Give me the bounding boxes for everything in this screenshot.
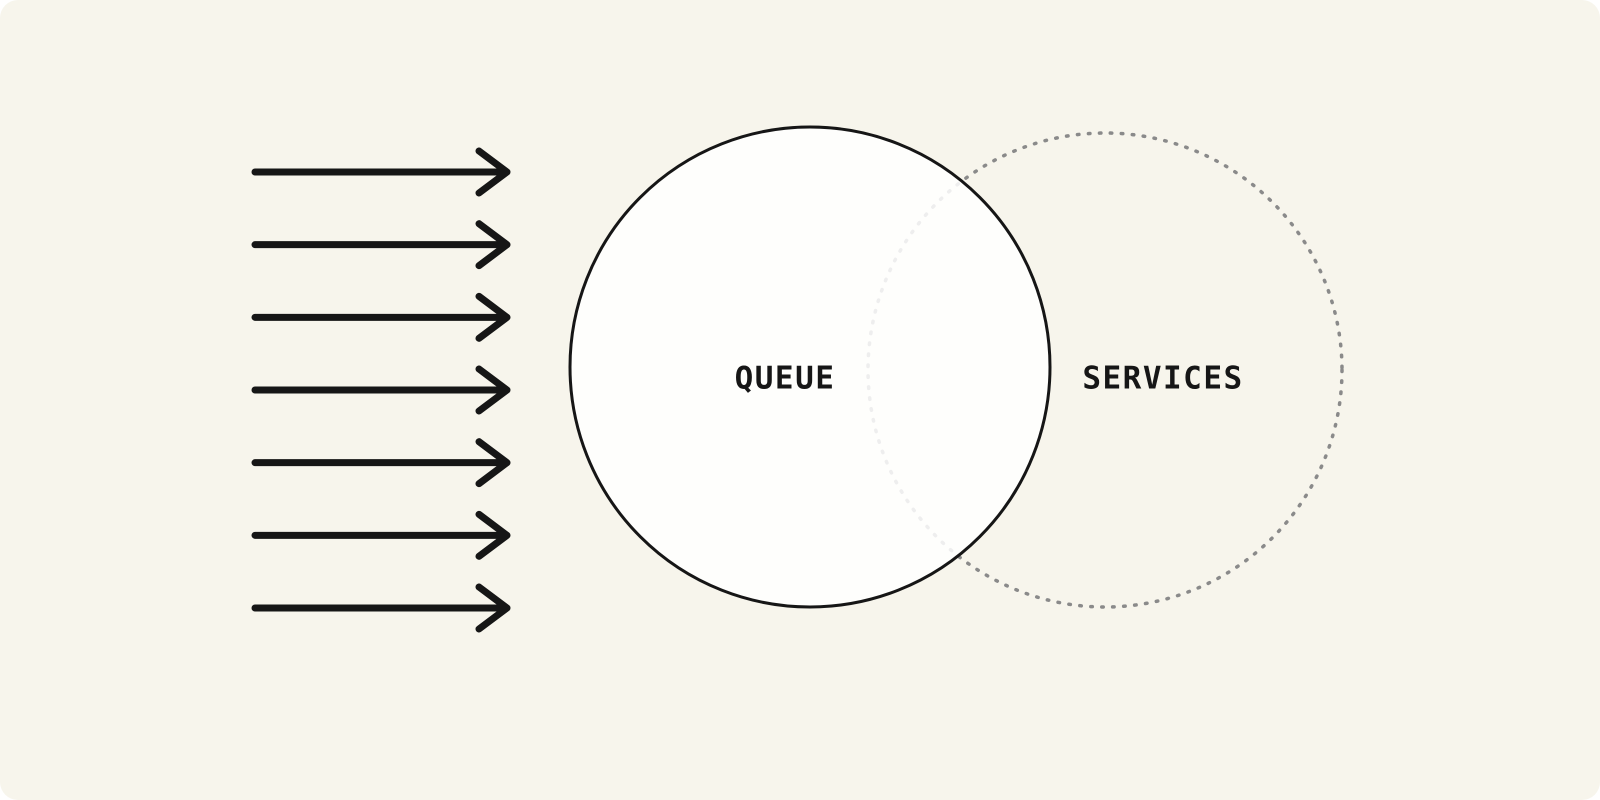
services-label: SERVICES	[1082, 361, 1243, 397]
services-circle	[866, 131, 1344, 609]
incoming-arrow	[251, 147, 511, 197]
arrows-group	[251, 147, 511, 633]
incoming-arrow	[251, 583, 511, 633]
incoming-arrow	[251, 220, 511, 270]
queue-label: QUEUE	[735, 361, 836, 397]
incoming-arrow	[251, 365, 511, 415]
queue-circle	[568, 125, 1052, 609]
incoming-arrow	[251, 510, 511, 560]
incoming-arrow	[251, 438, 511, 488]
incoming-arrow	[251, 292, 511, 342]
